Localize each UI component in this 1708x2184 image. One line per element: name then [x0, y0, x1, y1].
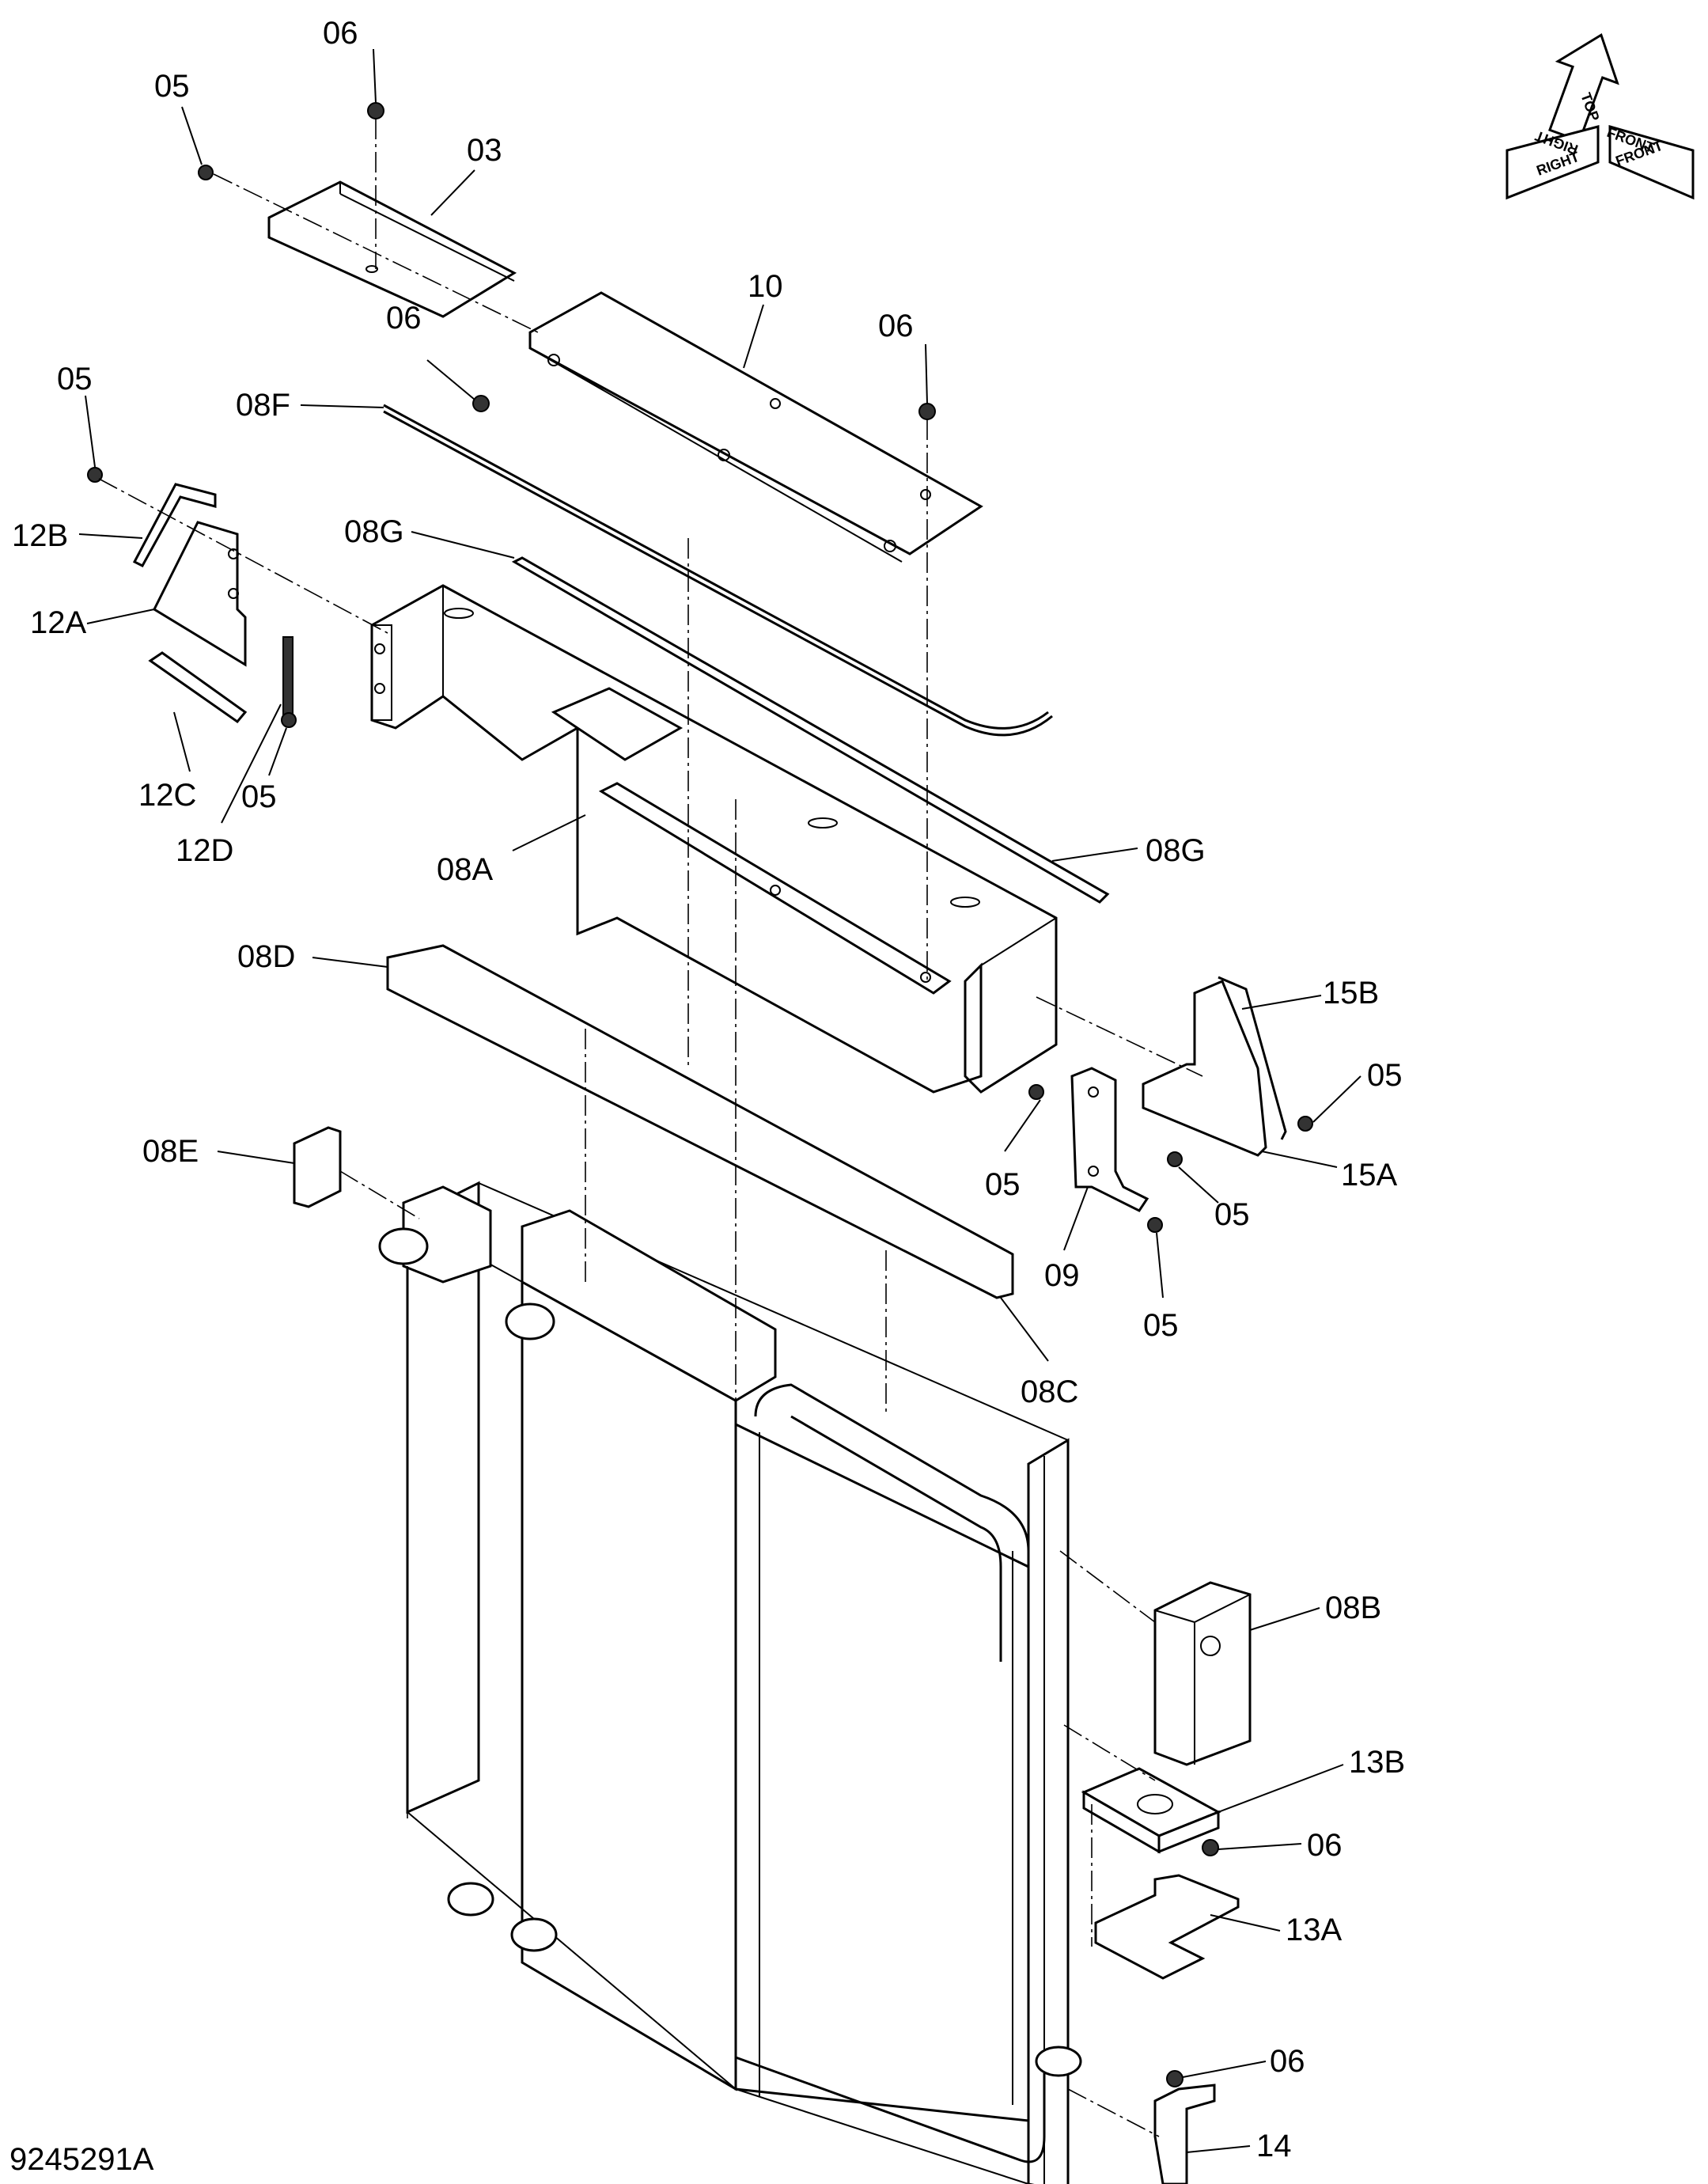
callout-12a: 12A — [30, 605, 86, 640]
radiator-assembly — [378, 1181, 1082, 2184]
callout-13a: 13A — [1286, 1913, 1342, 1947]
bolt-icon — [367, 102, 384, 119]
leader-lines — [78, 48, 1361, 2153]
bolt-icon — [1028, 1084, 1044, 1100]
callout-08f: 08F — [236, 388, 290, 423]
part-12a-plate — [153, 521, 247, 667]
callout-08g: 08G — [1146, 833, 1206, 868]
callout-08b: 08B — [1325, 1591, 1381, 1625]
callout-05: 05 — [154, 69, 190, 104]
drawing-code: 9245291A — [9, 2142, 154, 2177]
bolt-icon — [1297, 1116, 1313, 1132]
bolt-icon — [1147, 1217, 1163, 1233]
callout-06: 06 — [1270, 2044, 1305, 2079]
callout-08e: 08E — [142, 1134, 199, 1169]
callout-08a: 08A — [437, 852, 493, 887]
callout-05: 05 — [241, 779, 277, 814]
callout-05: 05 — [1214, 1197, 1250, 1232]
callout-08c: 08C — [1021, 1374, 1078, 1409]
part-08f-seal — [383, 404, 1053, 737]
callout-13b: 13B — [1349, 1745, 1405, 1780]
part-08d-seal — [386, 944, 1014, 1299]
part-03-cover — [267, 180, 517, 318]
bolt-icon — [281, 712, 297, 728]
part-12c-seal — [148, 651, 248, 724]
part-13b-pad — [1081, 1767, 1221, 1854]
part-08b-block — [1153, 1581, 1252, 1766]
bolt-icon — [472, 395, 490, 412]
callout-06: 06 — [323, 16, 358, 51]
callout-12c: 12C — [138, 778, 196, 813]
part-10-bracket — [528, 291, 983, 563]
bolt-icon — [918, 403, 936, 420]
bolt-icons — [87, 102, 1313, 2087]
callout-15a: 15A — [1341, 1158, 1397, 1192]
callout-15b: 15B — [1323, 976, 1379, 1010]
bolt-icon — [1202, 1839, 1219, 1856]
callout-08g: 08G — [344, 514, 404, 549]
callout-10: 10 — [748, 269, 783, 304]
part-08a-shroud — [370, 584, 1058, 1094]
callout-06: 06 — [1307, 1828, 1343, 1863]
assembly-centerlines — [98, 119, 1203, 2137]
callout-05: 05 — [57, 362, 93, 396]
bolt-icon — [1167, 1151, 1183, 1167]
callout-08d: 08D — [237, 939, 295, 974]
callout-12d: 12D — [176, 833, 233, 868]
callout-labels: 06 05 03 10 06 06 05 08F 12B 08G 12A 12C… — [12, 16, 1405, 2163]
callout-03: 03 — [467, 133, 502, 168]
callout-06: 06 — [386, 301, 422, 336]
callout-06: 06 — [878, 309, 914, 343]
part-09-bracket — [1070, 1067, 1149, 1212]
callout-05: 05 — [985, 1167, 1021, 1202]
callout-14: 14 — [1256, 2129, 1292, 2163]
part-15-group — [1142, 976, 1287, 1157]
callout-12b: 12B — [12, 518, 68, 553]
callout-05: 05 — [1143, 1308, 1179, 1343]
bolt-icon — [87, 467, 103, 483]
callout-09: 09 — [1044, 1258, 1080, 1293]
part-14-plate — [1153, 2084, 1216, 2184]
part-08e-pad — [293, 1126, 342, 1208]
bolt-icon — [198, 165, 214, 180]
orientation-arrows-icon: TOP FRONT RIGHT FRONT RIGHT — [1505, 32, 1695, 200]
callout-05: 05 — [1367, 1058, 1403, 1093]
part-08g-seal — [511, 556, 1110, 904]
bolt-icon — [1166, 2070, 1183, 2087]
part-12d-seal — [282, 636, 294, 717]
part-13a-plate — [1094, 1874, 1240, 1980]
part-12-group — [132, 483, 294, 724]
part-12b-seal — [132, 483, 217, 567]
